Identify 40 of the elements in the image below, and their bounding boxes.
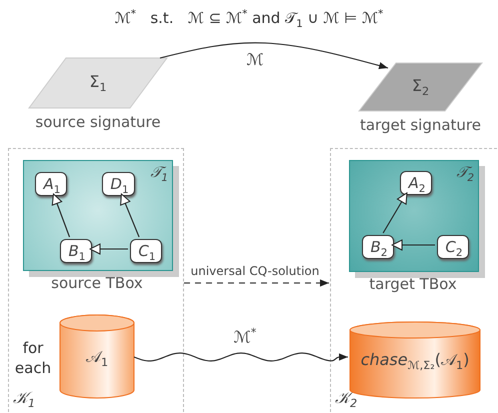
- math-label: 𝒯$_{2}$: [456, 163, 474, 184]
- math-symbol: Σ$_{2}$: [410, 76, 430, 98]
- node-label: target TBox: [368, 275, 458, 293]
- concept-box: [362, 235, 394, 259]
- node-label: source signature: [34, 113, 162, 131]
- math-label: 𝒦$_{2}$: [335, 388, 358, 410]
- arrow: [382, 192, 408, 234]
- math-symbol: A$_{1}$: [42, 175, 62, 196]
- concept-box: [102, 172, 135, 196]
- arrow: [160, 42, 388, 70]
- arrow: [90, 244, 128, 254]
- math-symbol: A$_{2}$: [406, 174, 426, 195]
- math-symbol: B$_{2}$: [370, 238, 388, 259]
- math-label: 𝒯$_{1}$: [150, 163, 168, 184]
- math-label: 𝒦$_{1}$: [13, 388, 36, 410]
- math-symbol: B$_{1}$: [68, 242, 86, 263]
- concept-box: [130, 239, 162, 263]
- arrow: [134, 352, 348, 362]
- arrow: [52, 194, 70, 238]
- node-label: source TBox: [50, 274, 144, 292]
- arrow: [392, 240, 435, 250]
- arrow: [120, 194, 140, 238]
- concept-box: [60, 239, 92, 263]
- formula: ℳ$^{*}$ s.t. ℳ ⊆ ℳ$^{*}$ and 𝒯$_{1}$ ∪ ℳ ⊨ ℳ$^{*}$: [114, 8, 384, 30]
- note: for each: [14, 338, 52, 378]
- concept-box: [400, 171, 432, 195]
- concept-box: [35, 172, 67, 196]
- arrow: [184, 279, 329, 287]
- math-symbol: C$_{2}$: [444, 238, 464, 259]
- edge-label: ℳ$^{*}$: [232, 326, 258, 346]
- math-symbol: chase$_{ℳ,Σ₂}$(𝒜$_{1}$): [360, 350, 470, 372]
- node-label: target signature: [358, 116, 482, 134]
- math-symbol: D$_{1}$: [109, 175, 130, 196]
- dashed-region: [8, 148, 184, 412]
- concept-box: [437, 235, 469, 259]
- math-symbol: 𝒜$_{1}$: [84, 346, 110, 369]
- math-symbol: C$_{1}$: [137, 242, 157, 263]
- edge-label: ℳ: [245, 50, 265, 69]
- math-symbol: Σ$_{1}$: [88, 72, 108, 94]
- dashed-region: [330, 148, 497, 412]
